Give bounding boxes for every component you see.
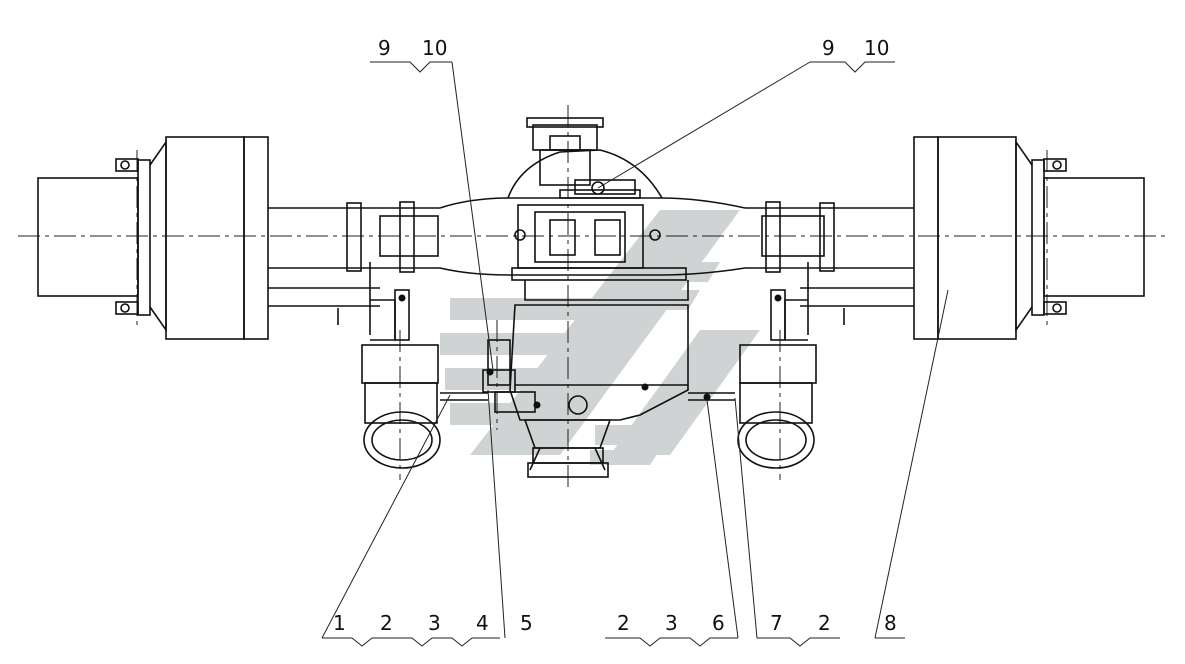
right-hub-shaft [913,136,1145,340]
label-top-left-10: 10 [422,36,447,60]
label-bottom-8: 8 [884,611,897,635]
label-top-left-9: 9 [378,36,391,60]
label-bottom-2c: 2 [818,611,831,635]
label-top-right-9: 9 [822,36,835,60]
valve-assembly [440,339,735,413]
label-bottom-3a: 3 [428,611,441,635]
watermark-logo [440,210,760,465]
left-brake-chamber [361,262,441,469]
right-brake-chamber [737,262,817,469]
label-top-right-10: 10 [864,36,889,60]
callout-labels: 9 10 9 10 1 2 3 4 5 2 3 6 7 2 8 [333,36,897,635]
left-hub-shaft [37,136,269,340]
centerlines [18,105,1165,490]
label-bottom-2b: 2 [617,611,630,635]
differential-housing [507,117,689,301]
label-bottom-5: 5 [520,611,533,635]
label-bottom-3b: 3 [665,611,678,635]
label-bottom-7: 7 [770,611,783,635]
label-bottom-1: 1 [333,611,346,635]
reduction-gearbox [509,304,689,478]
label-bottom-4: 4 [476,611,489,635]
leader-lines [321,61,949,647]
label-bottom-6: 6 [712,611,725,635]
axle-tube [268,197,914,325]
label-bottom-2a: 2 [380,611,393,635]
